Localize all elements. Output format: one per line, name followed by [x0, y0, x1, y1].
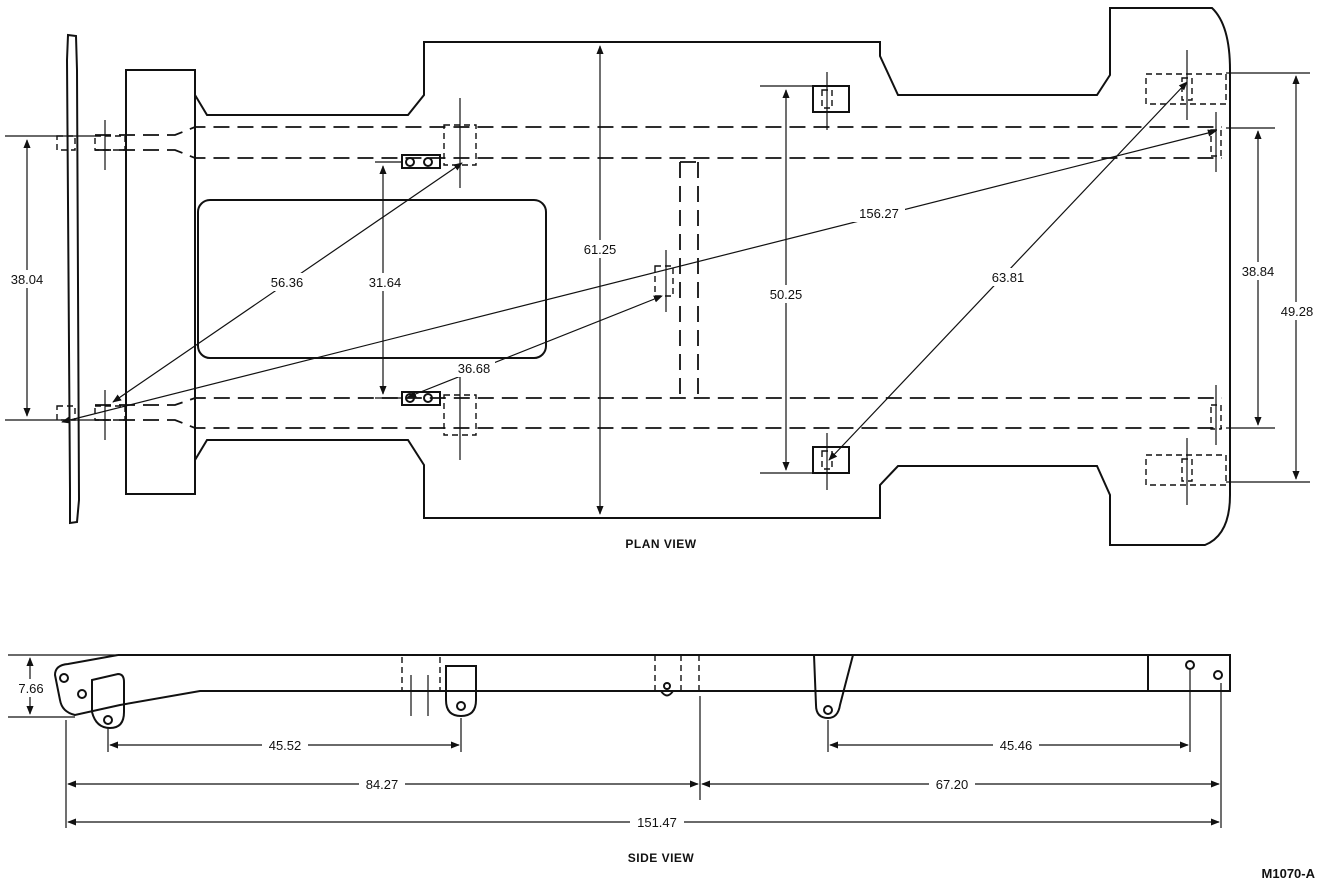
rear-mount-bottom: [760, 433, 850, 490]
dim-label-45-52: 45.52: [269, 738, 302, 753]
dim-label-50-25: 50.25: [770, 287, 803, 302]
dim-label-63-81: 63.81: [992, 270, 1025, 285]
dim-label-7-66: 7.66: [18, 681, 43, 696]
side-view: 7.66 45.52 45.46 84.27 67.20 151.47 SIDE…: [8, 654, 1231, 865]
frame-rail-bottom: [95, 397, 1222, 429]
front-mount-top: [94, 135, 126, 151]
dim-label-36-68: 36.68: [458, 361, 491, 376]
dim-label-31-64: 31.64: [369, 275, 402, 290]
front-shackle-bracket: [91, 672, 125, 730]
rear-mount-top: [760, 72, 850, 130]
dim-label-49-28: 49.28: [1281, 304, 1314, 319]
front-bumper: [65, 33, 81, 525]
floor-pan-outline: [194, 7, 1231, 546]
plan-view-label: PLAN VIEW: [625, 537, 696, 551]
side-view-label: SIDE VIEW: [628, 851, 695, 865]
dim-label-45-46: 45.46: [1000, 738, 1033, 753]
center-crossmember: [679, 161, 699, 400]
mid-mount-top: [375, 98, 477, 188]
mid-mount-side: [401, 654, 441, 692]
mid-mount-bottom: [375, 375, 477, 460]
figure-code: M1070-A: [1262, 866, 1316, 881]
side-rail-outline: [53, 654, 1231, 717]
dim-label-151-47: 151.47: [637, 815, 677, 830]
dim-label-56-36: 56.36: [271, 275, 304, 290]
front-rail-end-bottom: [56, 405, 76, 421]
frame-rail-top: [95, 126, 1222, 159]
dim-label-front-width: 38.04: [11, 272, 44, 287]
rear-spring-hanger: [812, 654, 855, 720]
rear-rail-ends: [1145, 50, 1227, 505]
dim-label-61-25: 61.25: [584, 242, 617, 257]
front-crossmember: [125, 69, 196, 495]
front-rail-end-top: [56, 135, 76, 151]
dim-label-156-27: 156.27: [859, 206, 899, 221]
dim-label-84-27: 84.27: [366, 777, 399, 792]
dim-label-38-84: 38.84: [1242, 264, 1275, 279]
dim-line-156-27: [61, 129, 1217, 424]
dim-line-36-68: [407, 295, 663, 398]
plan-view: 38.04 56.36 31.64 61.25 36.68 156.27 50.…: [5, 7, 1319, 551]
dim-label-67-20: 67.20: [936, 777, 969, 792]
front-spring-hanger: [445, 665, 477, 718]
